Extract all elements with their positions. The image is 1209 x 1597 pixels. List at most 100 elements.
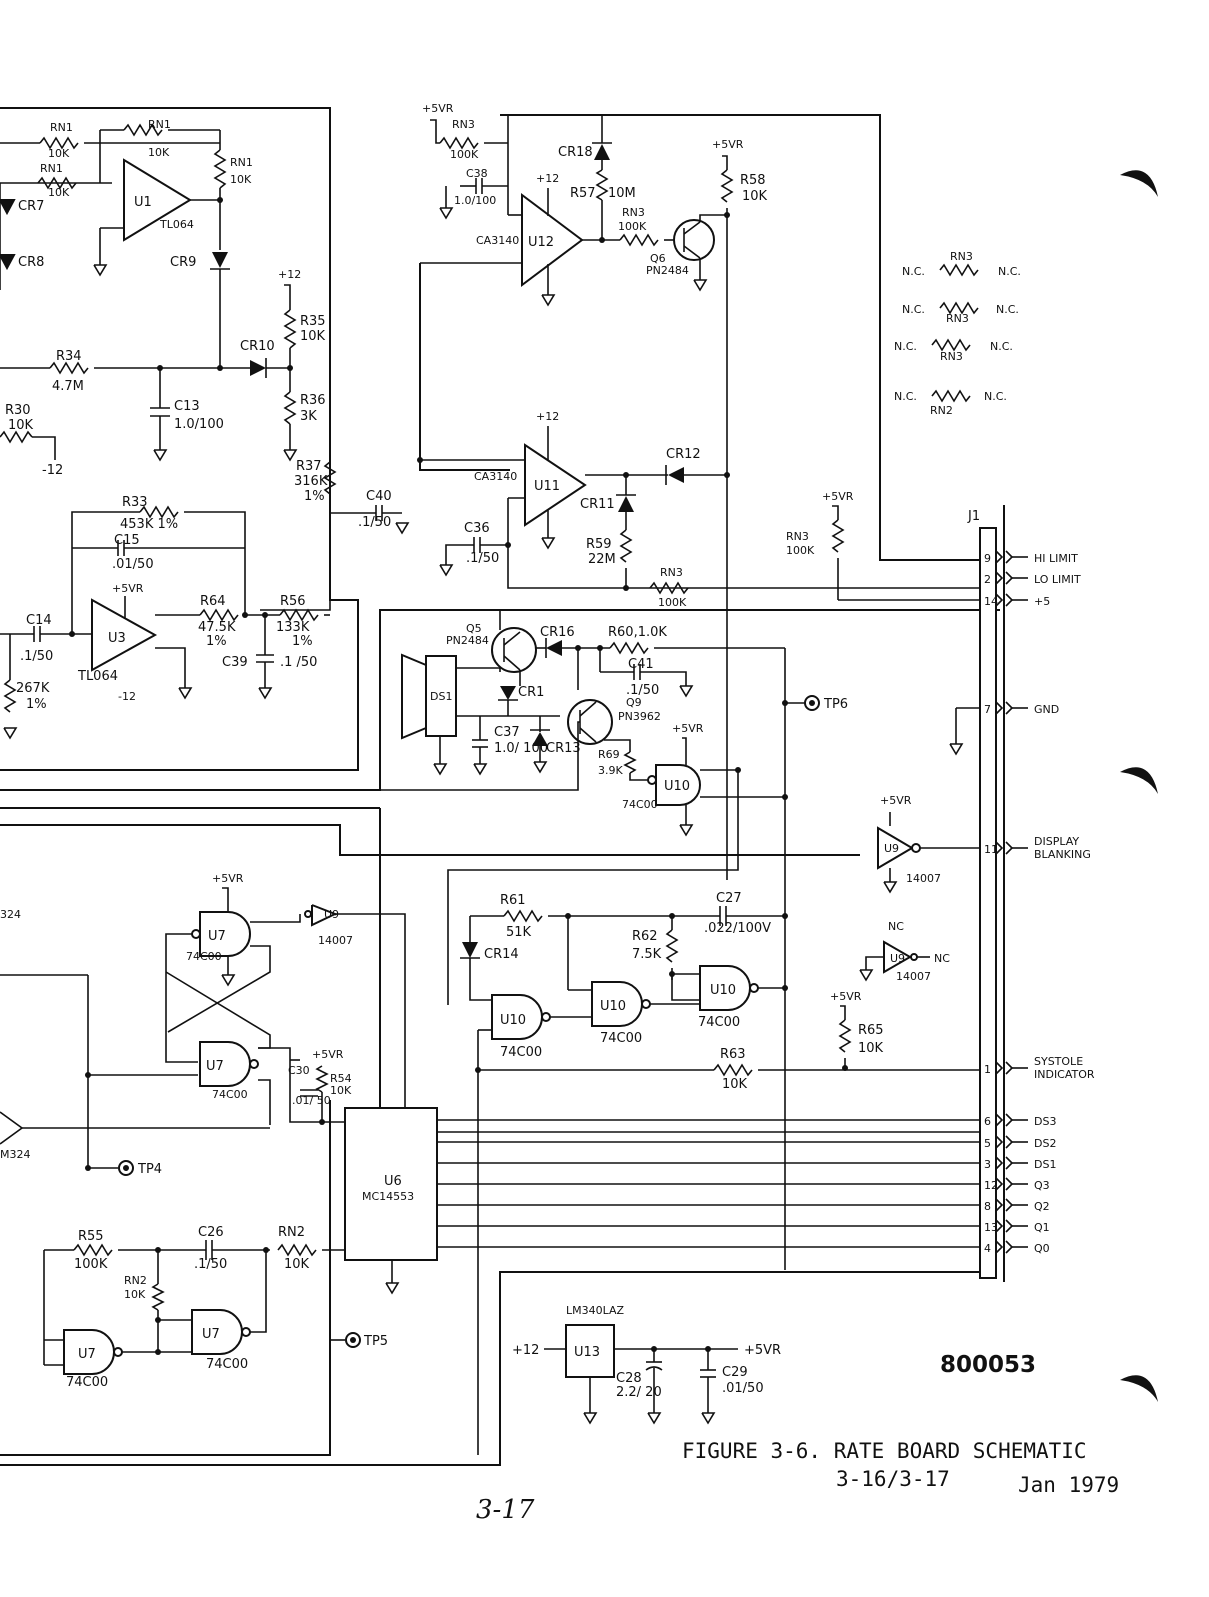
r59-label: R59 [586, 537, 612, 552]
j1-pin-number: 12 [984, 1179, 998, 1192]
rn2a-value: 10K [284, 1257, 310, 1272]
r54-label: R54 [330, 1072, 352, 1085]
board-outline [0, 107, 1000, 1466]
cr7-label: CR7 [18, 199, 44, 214]
cr8-label: CR8 [18, 255, 44, 270]
j1-signal-label: DS1 [1034, 1158, 1056, 1171]
u6-section: U6 MC14553 [344, 1107, 980, 1295]
j1-signal-label: DS3 [1034, 1115, 1056, 1128]
u6-type: MC14553 [362, 1190, 414, 1203]
j1-pin-number: 3 [984, 1158, 991, 1171]
title-block: 800053 FIGURE 3-6. RATE BOARD SCHEMATIC … [476, 1352, 1119, 1525]
u12-opamp [521, 193, 584, 287]
u3-rail: +5VR [112, 582, 144, 595]
rn1a-label: RN1 [50, 121, 73, 134]
r58-value: 10K [742, 189, 768, 204]
r34-label: R34 [56, 349, 82, 364]
u10c-name: U10 [600, 999, 626, 1014]
tp6-label: TP6 [823, 697, 848, 712]
r36-label: R36 [300, 393, 326, 408]
r30-value: 10K [8, 418, 34, 433]
beeper-section: Q5 PN2484 CR16 R60,1.0K TP6 C41 .1/50 DS… [380, 610, 848, 1270]
u1-opamp [123, 158, 192, 242]
c29-label: C29 [722, 1365, 748, 1380]
figure-caption: FIGURE 3-6. RATE BOARD SCHEMATIC [682, 1439, 1087, 1463]
r63-label: R63 [720, 1047, 746, 1062]
j1-pin-number: 11 [984, 843, 998, 856]
cr1-label: CR1 [518, 685, 544, 700]
page-number: 3-17 [476, 1495, 535, 1525]
figure-pages: 3-16/3-17 [836, 1467, 950, 1491]
u7a-nand [199, 911, 251, 957]
r55-value: 100K [74, 1257, 108, 1272]
drawing-number: 800053 [940, 1352, 1036, 1378]
c27-label: C27 [716, 891, 742, 906]
r37-value: 316K [294, 474, 328, 489]
q9-type: PN3962 [618, 710, 661, 723]
q5-transistor [491, 627, 537, 673]
u12-rail: +12 [536, 172, 559, 185]
j1-pin-number: 4 [984, 1242, 991, 1255]
c13-label: C13 [174, 399, 200, 414]
r60-label: R60,1.0K [608, 625, 667, 640]
rn3d-rail: +5VR [822, 490, 854, 503]
u12-section: +5VR RN3 100K C38 1.0/100 U12 CA3140 +12… [420, 102, 768, 880]
u10a-nand [655, 764, 701, 806]
u9a-inverter [877, 826, 914, 870]
r63-value: 10K [722, 1077, 748, 1092]
r57-value: 10M [608, 186, 636, 201]
r36-value: 3K [300, 409, 317, 424]
u6-counter [344, 1107, 438, 1261]
c39-label: C39 [222, 655, 248, 670]
r35-rail: +12 [278, 268, 301, 281]
tp4-label: TP4 [137, 1162, 162, 1177]
rn3b-label: RN3 [622, 206, 645, 219]
u10a-rail: +5VR [672, 722, 704, 735]
divider-section: +12 R35 10K R36 3K R37 316K 1% C40 .1/50 [260, 268, 410, 611]
unused-resistors: N.C. RN3 N.C. N.C. RN3 N.C. N.C. RN3 N.C… [894, 250, 1021, 417]
c40-label: C40 [366, 489, 392, 504]
u11-rail: +12 [536, 410, 559, 423]
c14-label: C14 [26, 613, 52, 628]
u3-neg-rail: -12 [118, 690, 136, 703]
ds1-label: DS1 [430, 690, 452, 703]
u1-name: U1 [134, 195, 152, 210]
c30-label: C30 [288, 1064, 310, 1077]
c40-value: .1/50 [358, 515, 391, 530]
nc4-text-r: N.C. [984, 390, 1007, 403]
cr18-label: CR18 [558, 145, 593, 160]
u7d-name: U7 [202, 1327, 220, 1342]
r267-tol: 1% [26, 697, 47, 712]
rn3c-value: 100K [658, 596, 687, 609]
r58-rail: +5VR [712, 138, 744, 151]
c26-label: C26 [198, 1225, 224, 1240]
lm324b-label: M324 [0, 1148, 31, 1161]
c15-value: .01/50 [112, 557, 154, 572]
rn1d-value: 10K [230, 173, 252, 186]
u11-name: U11 [534, 479, 560, 494]
u10c-type: 74C00 [600, 1031, 642, 1046]
u10d-name: U10 [710, 983, 736, 998]
c15-label: C15 [114, 533, 140, 548]
u10a-name: U10 [664, 779, 690, 794]
r54-value: 10K [330, 1084, 352, 1097]
u9a-name: U9 [884, 842, 899, 855]
ds1-speaker [425, 655, 457, 737]
figure-date: Jan 1979 [1018, 1473, 1119, 1497]
u7c-name: U7 [78, 1347, 96, 1362]
r64-tol: 1% [206, 634, 227, 649]
r37-tol: 1% [304, 489, 325, 504]
r65-rail: +5VR [830, 990, 862, 1003]
c13-value: 1.0/100 [174, 417, 224, 432]
u7d-type: 74C00 [206, 1357, 248, 1372]
q5-label: Q5 [466, 622, 482, 635]
u9c-type: 14007 [318, 934, 353, 947]
r33-value: 453K 1% [120, 517, 178, 532]
j1-label: J1 [967, 509, 980, 524]
lm324a-label: 324 [0, 908, 21, 921]
